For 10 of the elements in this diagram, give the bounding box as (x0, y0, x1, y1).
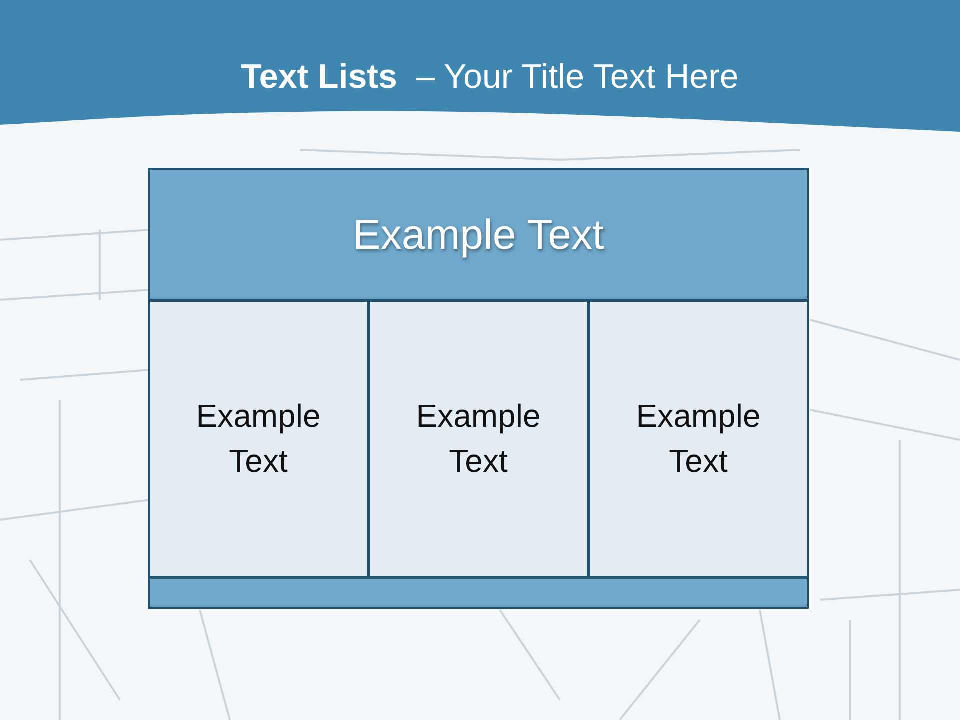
node-text: Example Text (352, 210, 604, 260)
footer-bar (148, 577, 809, 609)
text-box (588, 300, 809, 578)
header-box (148, 168, 809, 301)
title: Text Lists – Your Title Text Here (240, 57, 740, 98)
node-text: Example Text (195, 397, 322, 481)
node-text: Example Text (415, 397, 542, 481)
text-box (148, 300, 369, 578)
text-box (368, 300, 589, 578)
node-text: Example Text (635, 397, 762, 481)
